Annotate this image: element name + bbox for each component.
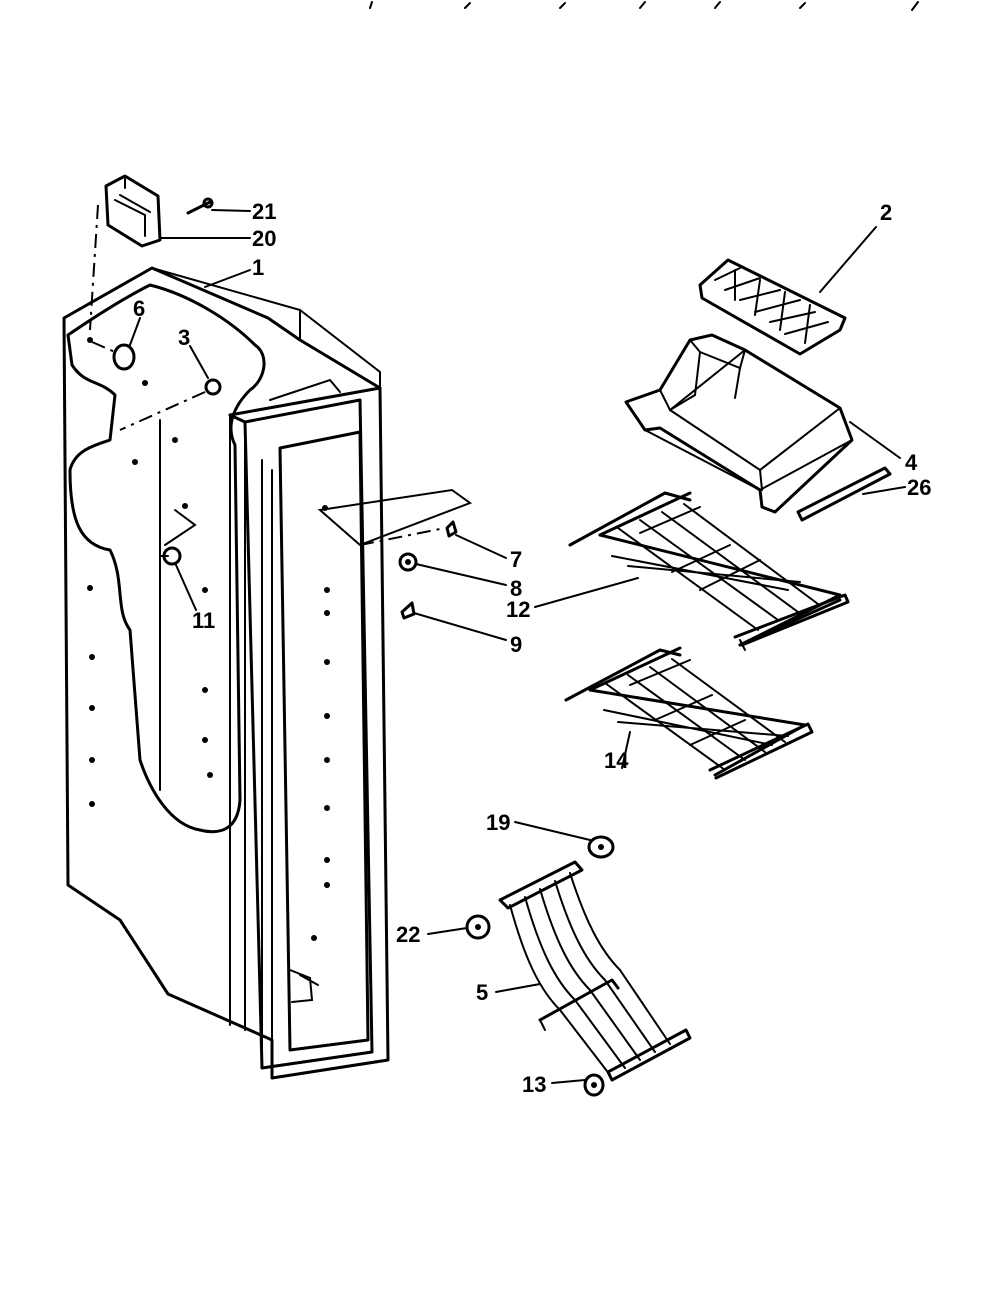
wire-shelf-14 xyxy=(564,646,814,780)
end-cap-22 xyxy=(465,914,491,940)
label-part-8: 8 xyxy=(510,576,522,601)
screw-21 xyxy=(186,197,214,215)
label-part-21: 21 xyxy=(252,199,276,224)
leader-lines xyxy=(129,209,906,1084)
bracket-centerline xyxy=(89,204,99,331)
label-part-1: 1 xyxy=(252,255,264,280)
label-part-14: 14 xyxy=(604,748,629,773)
end-cap-13 xyxy=(583,1073,605,1097)
label-part-12: 12 xyxy=(506,597,530,622)
label-part-20: 20 xyxy=(252,226,276,251)
slide-26 xyxy=(796,466,892,522)
label-part-13: 13 xyxy=(522,1072,546,1097)
ice-tray-2 xyxy=(698,258,847,356)
plug-3 xyxy=(119,378,222,431)
clip-9 xyxy=(400,601,416,620)
label-part-9: 9 xyxy=(510,632,522,657)
label-part-3: 3 xyxy=(178,325,190,350)
basket-rack-5 xyxy=(498,860,692,1082)
label-part-22: 22 xyxy=(396,922,420,947)
bracket-20 xyxy=(104,174,162,248)
label-part-4: 4 xyxy=(905,450,918,475)
freezer-liner xyxy=(62,266,390,1080)
ice-bin-4 xyxy=(624,333,854,514)
screw-11 xyxy=(159,546,182,566)
label-part-26: 26 xyxy=(907,475,931,500)
part-labels: 1 2 3 4 5 6 7 8 9 11 12 13 14 19 20 21 2… xyxy=(133,199,931,1097)
wire-shelf-12 xyxy=(568,491,850,651)
plug-6 xyxy=(87,337,136,371)
clip-7 xyxy=(317,488,473,547)
nut-8 xyxy=(398,552,418,572)
end-cap-19 xyxy=(587,835,615,859)
label-part-7: 7 xyxy=(510,547,522,572)
label-part-2: 2 xyxy=(880,200,892,225)
label-part-5: 5 xyxy=(476,980,488,1005)
label-part-11: 11 xyxy=(192,608,215,633)
top-edge-marks xyxy=(369,1,919,11)
label-part-19: 19 xyxy=(486,810,510,835)
label-part-6: 6 xyxy=(133,296,145,321)
